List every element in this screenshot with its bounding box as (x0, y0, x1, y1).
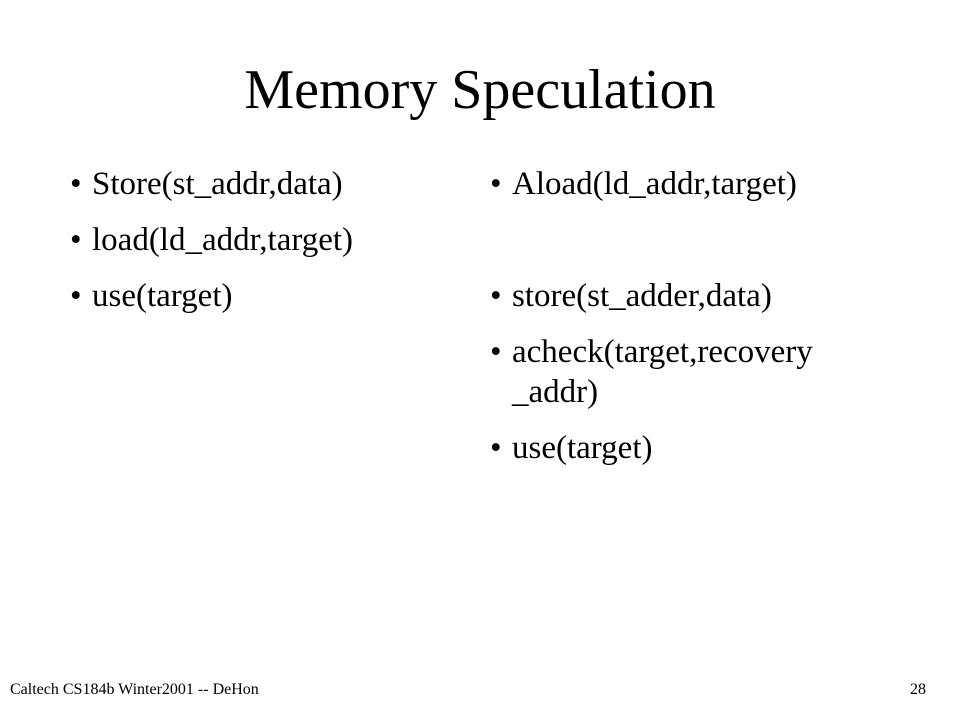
bullet-item: Store(st_addr,data) (70, 164, 472, 204)
slide-title: Memory Speculation (244, 59, 716, 121)
page-number: 28 (910, 681, 926, 698)
bullet-item: Aload(ld_addr,target) (490, 164, 892, 204)
bullet-item: use(target) (490, 428, 892, 468)
bullet-item: use(target) (70, 276, 472, 316)
right-bullet-list: Aload(ld_addr,target) store(st_adder,dat… (490, 164, 892, 484)
bullet-item: load(ld_addr,target) (70, 220, 472, 260)
bullet-item: acheck(target,recovery _addr) (490, 332, 892, 412)
footer-course: Caltech CS184b Winter2001 -- DeHon (10, 681, 259, 698)
left-bullet-list: Store(st_addr,data) load(ld_addr,target)… (70, 164, 472, 332)
bullet-item: store(st_adder,data) (490, 276, 892, 316)
